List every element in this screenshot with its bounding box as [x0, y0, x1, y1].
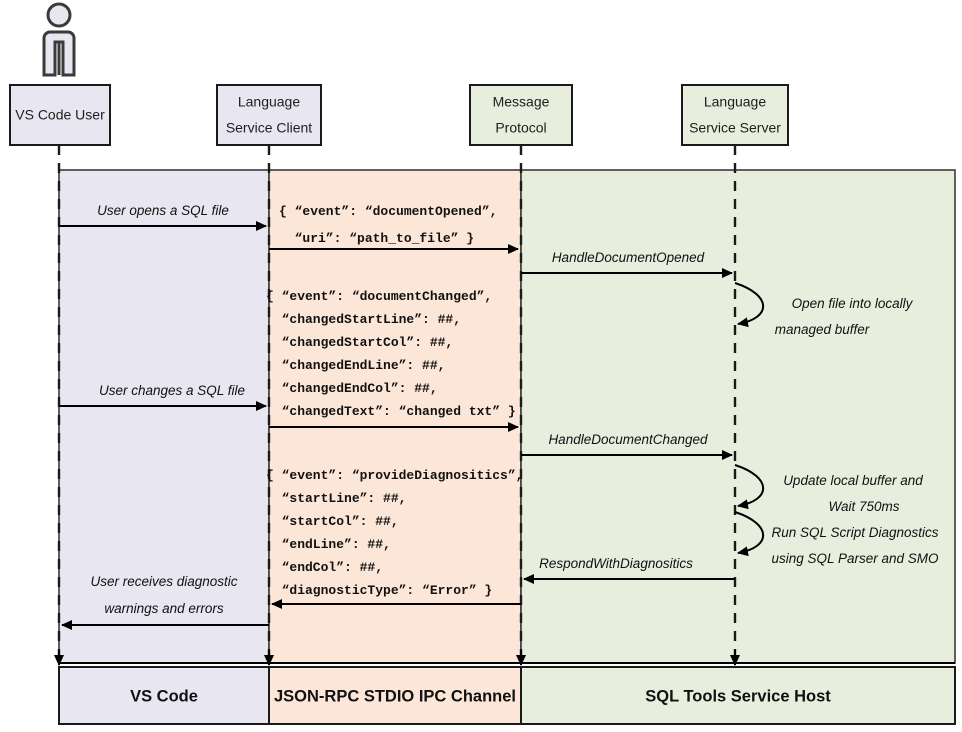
- participant-label-line1: Language: [238, 94, 301, 110]
- note-run-diagnostics: Run SQL Script Diagnostics using SQL Par…: [771, 525, 939, 566]
- footer-cell-service-host[interactable]: [520, 666, 956, 725]
- payload-document-changed: { “event”: “documentChanged”, “changedSt…: [266, 289, 516, 419]
- payload-document-opened: { “event”: “documentOpened”, “uri”: “pat…: [279, 204, 497, 246]
- note-line2: using SQL Parser and SMO: [771, 551, 939, 566]
- payload-line: “changedStartCol”: ##,: [266, 335, 453, 350]
- footer-cell-ipc-channel[interactable]: [268, 666, 522, 725]
- message-handle-document-changed: HandleDocumentChanged: [521, 432, 733, 460]
- participant-label-line1: Language: [704, 94, 767, 110]
- payload-line: { “event”: “provideDiagnositics”,: [266, 468, 523, 483]
- message-user-receives-diagnostics: User receives diagnostic warnings and er…: [61, 574, 269, 630]
- participant-message-protocol[interactable]: Message Protocol: [469, 84, 573, 146]
- message-label-line1: User receives diagnostic: [90, 574, 237, 589]
- footer-label-service-host: SQL Tools Service Host: [645, 687, 831, 705]
- participant-label-line2: Service Client: [226, 120, 312, 136]
- actor-head-icon: [46, 2, 72, 28]
- lane-bands: [58, 169, 956, 664]
- message-label: HandleDocumentChanged: [548, 432, 708, 447]
- participant-vs-code-user[interactable]: VS Code User: [9, 84, 111, 146]
- participant-headers: VS Code User Language Service Client Mes…: [9, 84, 789, 146]
- payload-line: “endLine”: ##,: [266, 537, 391, 552]
- participant-box: [9, 84, 111, 146]
- payload-line: “startLine”: ##,: [266, 491, 406, 506]
- payload-line: “changedText”: “changed txt” }: [266, 404, 516, 419]
- participant-label: VS Code User: [15, 107, 105, 123]
- payload-line: “endCol”: ##,: [266, 560, 383, 575]
- participant-box: [469, 84, 573, 146]
- participant-box: [681, 84, 789, 146]
- self-loops: [734, 282, 765, 557]
- band-vs-code: [58, 169, 270, 664]
- user-actor: [42, 2, 76, 77]
- message-user-changes-sql-file: User changes a SQL file: [59, 383, 267, 411]
- message-handle-document-opened: HandleDocumentOpened: [521, 250, 733, 278]
- message-label: User changes a SQL file: [99, 383, 245, 398]
- note-line1: Open file into locally: [792, 296, 914, 311]
- participant-language-service-server[interactable]: Language Service Server: [681, 84, 789, 146]
- band-ipc-channel: [268, 169, 522, 664]
- footer-label-vs-code: VS Code: [130, 687, 198, 705]
- footer-label-ipc-channel: JSON-RPC STDIO IPC Channel: [274, 687, 516, 705]
- participant-label-line2: Service Server: [689, 120, 781, 136]
- note-line1: Run SQL Script Diagnostics: [771, 525, 938, 540]
- self-loop-update-buffer: [734, 464, 765, 510]
- participant-label-line2: Protocol: [495, 120, 546, 136]
- payload-line: “changedEndLine”: ##,: [266, 358, 445, 373]
- note-line2: managed buffer: [775, 322, 870, 337]
- payload-provide-diagnositics: { “event”: “provideDiagnositics”, “start…: [266, 468, 523, 598]
- message-respond-with-diagnositics: RespondWithDiagnositics: [523, 556, 735, 584]
- note-line1: Update local buffer and: [783, 473, 923, 488]
- lifeline-terminators: [54, 650, 955, 666]
- payload-line: “uri”: “path_to_file” }: [279, 231, 474, 246]
- message-label: RespondWithDiagnositics: [539, 556, 693, 571]
- footer-bar: VS Code JSON-RPC STDIO IPC Channel SQL T…: [58, 666, 956, 725]
- message-label: HandleDocumentOpened: [552, 250, 705, 265]
- band-service-host: [520, 169, 956, 664]
- self-loop-open-file: [734, 282, 765, 328]
- participant-label-line1: Message: [493, 94, 550, 110]
- payload-line: “changedEndCol”: ##,: [266, 381, 438, 396]
- message-label-line2: warnings and errors: [104, 601, 224, 616]
- message-user-opens-sql-file: User opens a SQL file: [59, 203, 267, 231]
- lifelines: [57, 145, 737, 663]
- messages: User opens a SQL file HandleDocumentOpen…: [59, 203, 735, 630]
- self-loop-run-diagnostics: [734, 511, 765, 557]
- payload-line: { “event”: “documentChanged”,: [266, 289, 492, 304]
- participant-box: [216, 84, 322, 146]
- payload-line: { “event”: “documentOpened”,: [279, 204, 497, 219]
- note-update-buffer: Update local buffer and Wait 750ms: [783, 473, 923, 514]
- participant-language-service-client[interactable]: Language Service Client: [216, 84, 322, 146]
- note-line2: Wait 750ms: [828, 499, 899, 514]
- payload-line: “changedStartLine”: ##,: [266, 312, 461, 327]
- note-open-file: Open file into locally managed buffer: [775, 296, 914, 337]
- message-label: User opens a SQL file: [97, 203, 229, 218]
- payload-line: “diagnosticType”: “Error” }: [266, 583, 492, 598]
- notes: Open file into locally managed buffer Up…: [771, 296, 939, 566]
- payload-line: “startCol”: ##,: [266, 514, 399, 529]
